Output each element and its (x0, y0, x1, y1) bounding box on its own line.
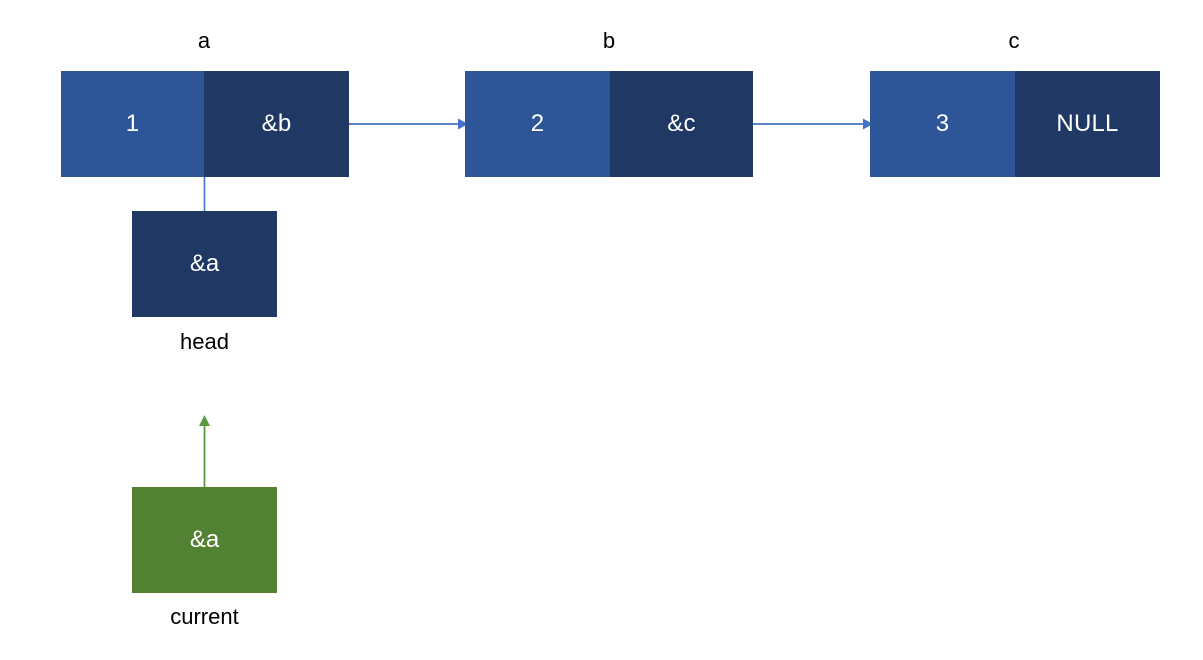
node-label-b: b (602, 28, 616, 53)
link-arrow-a-to-b (349, 118, 468, 130)
current-pointer-label: current (170, 604, 239, 629)
head-pointer-box: &a (132, 211, 277, 317)
node-c-next-cell: NULL (1015, 71, 1160, 177)
current-pointer-arrow (199, 415, 210, 487)
node-b-next-cell: &c (610, 71, 753, 177)
node-label-a: a (197, 28, 211, 53)
node-a-next-cell: &b (204, 71, 349, 177)
current-pointer-box: &a (132, 487, 277, 593)
node-c-data-cell: 3 (870, 71, 1015, 177)
node-c: 3 NULL (870, 71, 1160, 177)
node-label-c: c (1008, 28, 1020, 53)
link-arrow-b-to-c (753, 118, 873, 130)
node-a-data-cell: 1 (61, 71, 204, 177)
node-b-data-cell: 2 (465, 71, 610, 177)
head-pointer-label: head (180, 329, 229, 354)
node-a: 1 &b (61, 71, 349, 177)
node-b: 2 &c (465, 71, 753, 177)
